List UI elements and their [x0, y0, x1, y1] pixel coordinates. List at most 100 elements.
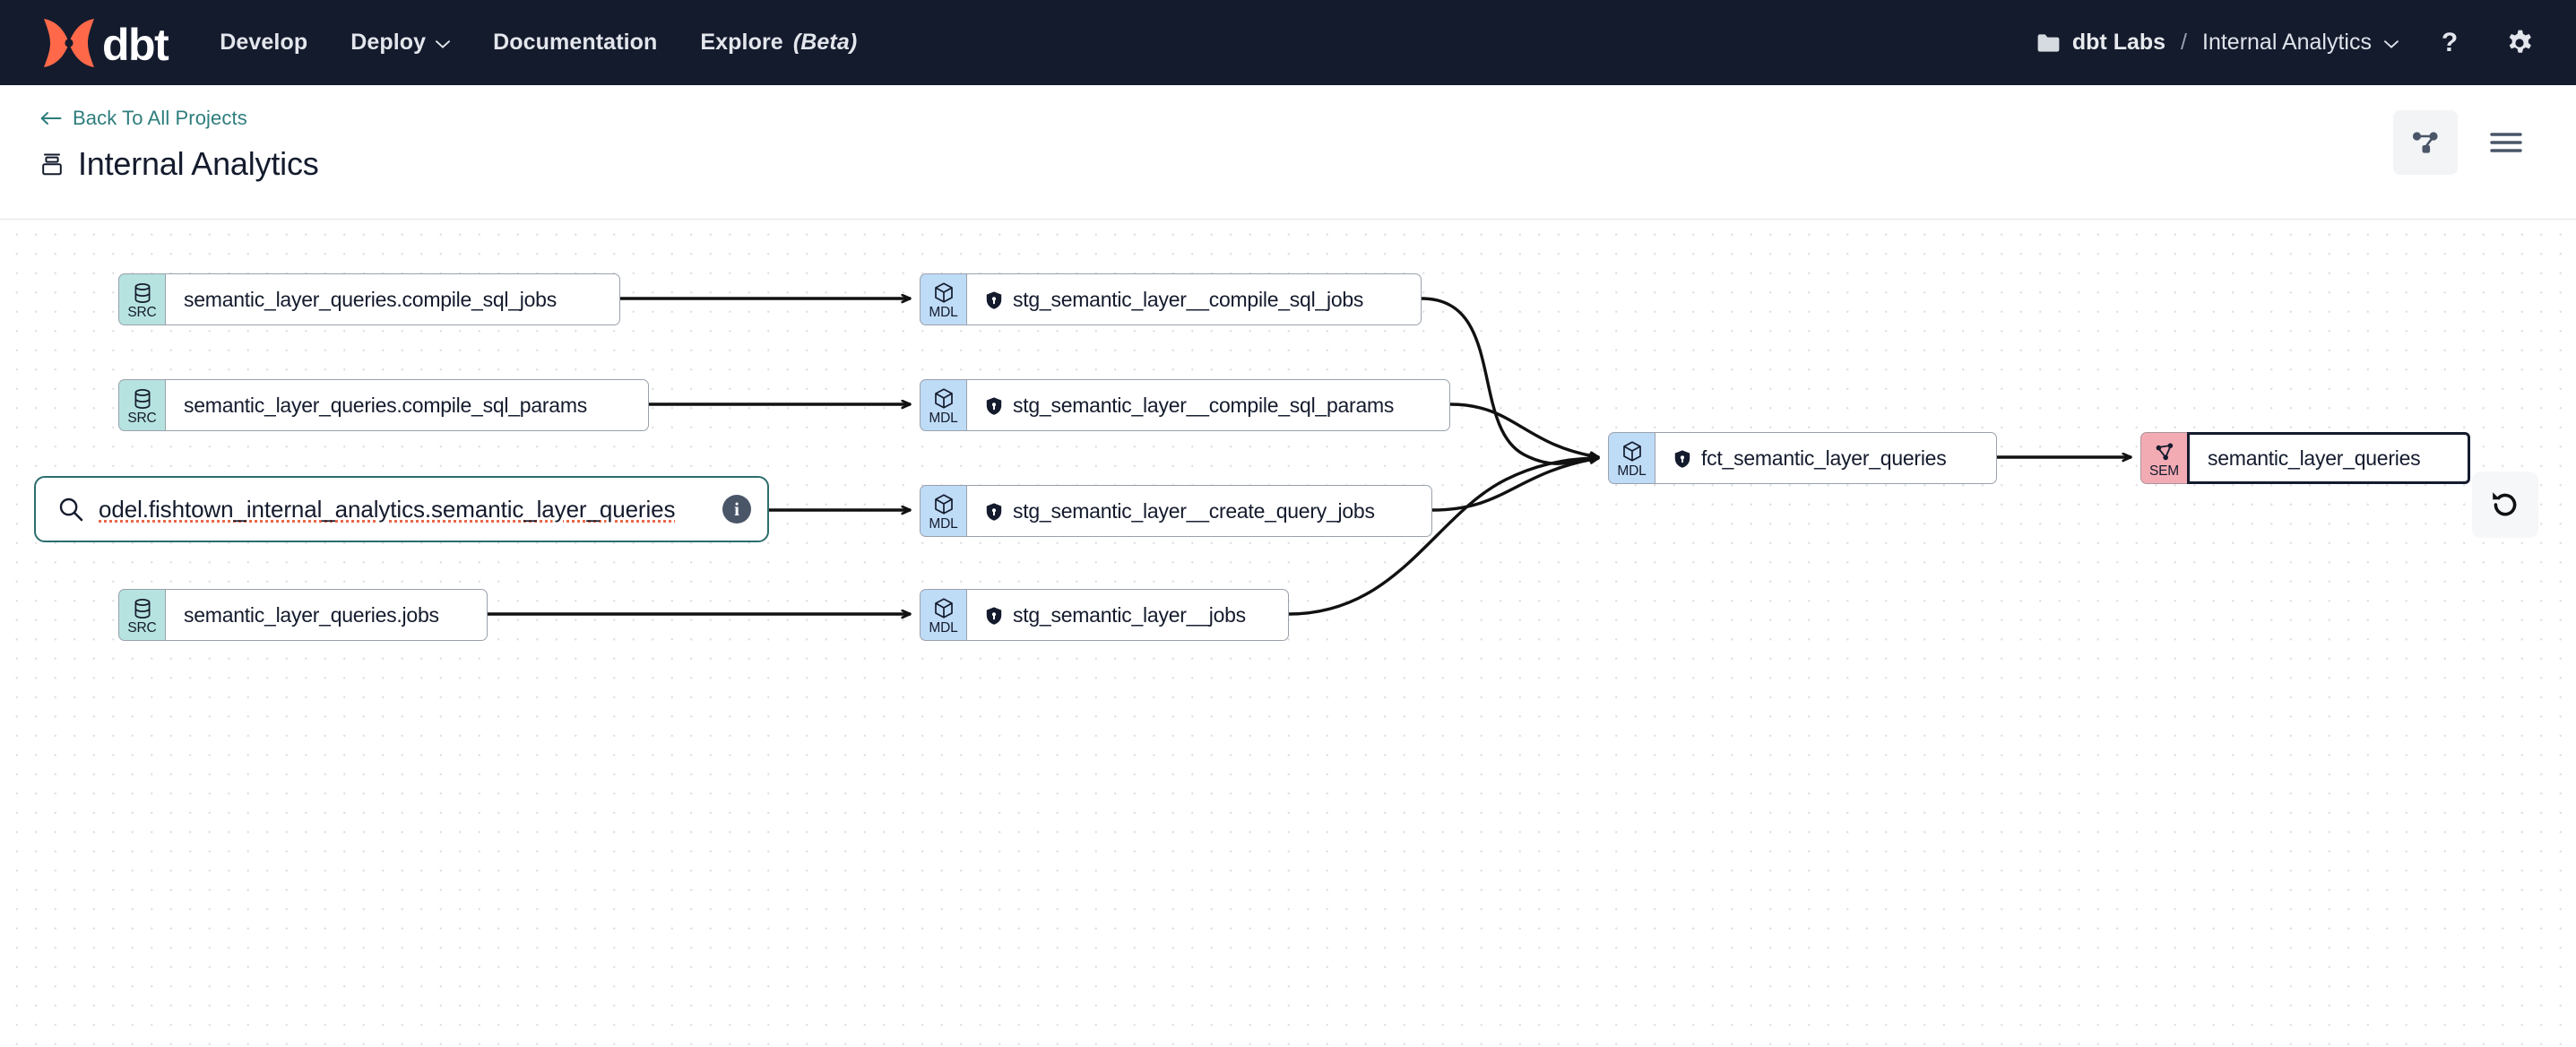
chevron-down-icon	[436, 40, 451, 48]
node-type-label: MDL	[929, 305, 958, 321]
project-title-row: Internal Analytics	[39, 145, 319, 183]
search-input[interactable]	[99, 495, 713, 524]
dbt-logo[interactable]: dbt	[39, 15, 169, 71]
dbt-logo-text: dbt	[102, 19, 169, 70]
cube-icon	[933, 493, 955, 515]
svg-text:?: ?	[2442, 28, 2458, 57]
graph-node-src-compile-sql-jobs[interactable]: SRC semantic_layer_queries.compile_sql_j…	[118, 273, 620, 325]
cube-icon	[933, 387, 955, 410]
search-icon	[57, 496, 84, 523]
node-type-label: MDL	[929, 516, 958, 532]
node-type-label: MDL	[929, 620, 958, 636]
node-type-label: SRC	[127, 620, 157, 636]
list-view-button[interactable]	[2474, 110, 2538, 175]
node-type-badge-sem: SEM	[2140, 432, 2187, 484]
shield-lock-icon	[985, 606, 1003, 626]
graph-node-sem-semantic-layer-queries[interactable]: SEM semantic_layer_queries	[2140, 432, 2470, 484]
database-cylinder-icon	[133, 387, 152, 410]
back-to-all-projects-link[interactable]: Back To All Projects	[39, 107, 319, 130]
node-type-badge-mdl: MDL	[1608, 432, 1655, 484]
node-body: semantic_layer_queries.compile_sql_param…	[165, 379, 649, 431]
info-icon[interactable]: i	[722, 495, 751, 524]
node-label: stg_semantic_layer__create_query_jobs	[1013, 498, 1375, 523]
database-cylinder-icon	[133, 281, 152, 304]
node-label: stg_semantic_layer__compile_sql_params	[1013, 393, 1395, 417]
node-body: semantic_layer_queries.compile_sql_jobs	[165, 273, 620, 325]
node-body: stg_semantic_layer__create_query_jobs	[966, 485, 1432, 537]
help-button[interactable]: ?	[2431, 24, 2468, 62]
node-type-label: SEM	[2149, 463, 2179, 480]
graph-node-src-compile-sql-params[interactable]: SRC semantic_layer_queries.compile_sql_p…	[118, 379, 649, 431]
graph-node-mdl-stg-create-query-jobs[interactable]: MDL stg_semantic_layer__create_query_job…	[920, 485, 1432, 537]
semantic-graph-icon	[2154, 440, 2175, 463]
node-label: stg_semantic_layer__jobs	[1013, 602, 1246, 627]
org-name-label: dbt Labs	[2071, 30, 2166, 55]
graph-node-mdl-stg-jobs[interactable]: MDL stg_semantic_layer__jobs	[920, 589, 1289, 641]
subheader-left: Back To All Projects Internal Analytics	[39, 107, 319, 183]
project-name-label: Internal Analytics	[2202, 30, 2372, 55]
lineage-graph-canvas[interactable]: i	[0, 220, 2576, 1047]
reset-view-button[interactable]	[2472, 472, 2538, 538]
shield-lock-icon	[1673, 449, 1691, 469]
nav-links: Develop Deploy Documentation Explore (Be…	[220, 30, 857, 56]
node-label: semantic_layer_queries	[2208, 446, 2421, 470]
nav-item-explore-beta-tag: (Beta)	[792, 30, 858, 55]
node-label: semantic_layer_queries.compile_sql_param…	[184, 393, 587, 417]
back-link-label: Back To All Projects	[73, 107, 247, 129]
cube-icon	[933, 597, 955, 619]
nav-item-deploy-label: Deploy	[350, 30, 427, 55]
list-menu-icon	[2490, 133, 2522, 152]
node-label: stg_semantic_layer__compile_sql_jobs	[1013, 287, 1364, 311]
shield-lock-icon	[985, 502, 1003, 522]
nav-item-explore-label: Explore	[700, 30, 783, 55]
edge-mdl-to-fct	[1449, 402, 1599, 457]
node-type-badge-src: SRC	[118, 273, 165, 325]
node-type-badge-src: SRC	[118, 379, 165, 431]
graph-node-mdl-fct-semantic-layer-queries[interactable]: MDL fct_semantic_layer_queries	[1608, 432, 1997, 484]
chevron-down-icon	[2384, 40, 2399, 48]
nav-item-documentation-label: Documentation	[493, 30, 658, 55]
edge-mdl-to-fct	[1431, 458, 1599, 512]
graph-node-src-jobs[interactable]: SRC semantic_layer_queries.jobs	[118, 589, 488, 641]
shield-lock-icon	[985, 290, 1003, 310]
node-type-badge-mdl: MDL	[920, 485, 966, 537]
resource-search-box[interactable]: i	[34, 476, 769, 542]
node-type-badge-src: SRC	[118, 589, 165, 641]
lineage-graph-icon	[2412, 132, 2438, 153]
lineage-view-button[interactable]	[2393, 110, 2458, 175]
org-breadcrumb[interactable]: dbt Labs	[2036, 30, 2165, 56]
node-type-label: MDL	[1617, 463, 1647, 480]
nav-right-cluster: dbt Labs / Internal Analytics ?	[2036, 24, 2538, 62]
node-label: fct_semantic_layer_queries	[1701, 446, 1947, 470]
node-type-badge-mdl: MDL	[920, 589, 966, 641]
folder-icon	[2037, 33, 2060, 52]
nav-item-explore[interactable]: Explore (Beta)	[700, 30, 857, 56]
shield-lock-icon	[985, 396, 1003, 416]
node-body: semantic_layer_queries	[2187, 432, 2470, 484]
project-subheader: Back To All Projects Internal Analytics	[0, 85, 2576, 220]
nav-item-documentation[interactable]: Documentation	[493, 30, 657, 56]
database-cylinder-icon	[133, 597, 152, 619]
graph-node-mdl-stg-compile-sql-params[interactable]: MDL stg_semantic_layer__compile_sql_para…	[920, 379, 1450, 431]
page-title: Internal Analytics	[78, 145, 319, 182]
project-breadcrumb-dropdown[interactable]: Internal Analytics	[2202, 30, 2399, 56]
graph-node-mdl-stg-compile-sql-jobs[interactable]: MDL stg_semantic_layer__compile_sql_jobs	[920, 273, 1422, 325]
view-toggle-group	[2393, 107, 2538, 175]
node-type-badge-mdl: MDL	[920, 273, 966, 325]
question-mark-icon: ?	[2442, 28, 2458, 57]
cube-icon	[1621, 440, 1643, 463]
node-body: semantic_layer_queries.jobs	[165, 589, 488, 641]
reset-rotate-left-icon	[2493, 492, 2517, 516]
project-database-icon	[42, 153, 62, 176]
node-type-label: SRC	[127, 305, 157, 321]
arrow-left-icon	[40, 112, 62, 125]
nav-item-develop-label: Develop	[220, 30, 308, 55]
nav-item-deploy[interactable]: Deploy	[350, 30, 451, 56]
nav-item-develop[interactable]: Develop	[220, 30, 307, 56]
settings-button[interactable]	[2501, 24, 2538, 62]
node-body: stg_semantic_layer__jobs	[966, 589, 1289, 641]
dbt-logo-icon	[44, 18, 94, 67]
node-body: fct_semantic_layer_queries	[1655, 432, 1997, 484]
node-type-label: MDL	[929, 411, 958, 427]
cube-icon	[933, 281, 955, 304]
